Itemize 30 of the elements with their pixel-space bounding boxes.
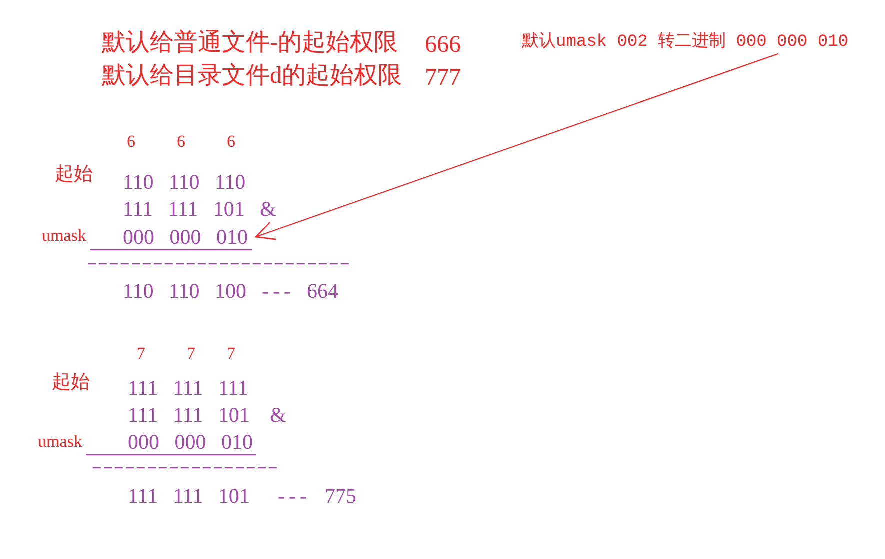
octal-digit: 7 — [137, 345, 146, 363]
result-dashes: --- — [262, 280, 295, 302]
octal-digit: 6 — [177, 133, 186, 151]
row-label: umask — [38, 433, 82, 451]
heading-text: 默认给目录文件d的起始权限 — [102, 64, 402, 90]
binary-row: 000 000 010 — [128, 431, 253, 454]
permission-value: 666 — [425, 33, 461, 58]
octal-digit: 7 — [227, 345, 236, 363]
row-label: 起始 — [55, 165, 93, 185]
result-value: 775 — [325, 485, 356, 508]
operator-symbol: & — [260, 198, 276, 220]
row-label: 起始 — [52, 373, 90, 393]
octal-digit: 6 — [127, 133, 136, 151]
row-label: umask — [42, 227, 86, 245]
result-dashes: --- — [278, 485, 311, 508]
binary-row: 111 111 111 — [128, 377, 248, 400]
binary-row: 110 110 100 — [123, 280, 246, 302]
octal-digit: 6 — [227, 133, 236, 151]
binary-row: 000 000 010 — [123, 226, 256, 248]
arrow — [255, 53, 779, 240]
permission-value: 777 — [425, 66, 461, 92]
heading-text: 默认给普通文件-的起始权限 — [102, 31, 398, 56]
result-value: 664 — [307, 280, 338, 302]
binary-row: 110 110 110 — [123, 171, 246, 194]
binary-row: 111 111 101 — [128, 485, 250, 508]
binary-row: 111 111 101 — [123, 198, 245, 220]
operator-symbol: & — [270, 404, 286, 426]
binary-row: 111 111 101 — [128, 404, 250, 426]
octal-digit: 7 — [187, 345, 196, 363]
note-text: 默认umask 002 转二进制 000 000 010 — [522, 34, 848, 52]
